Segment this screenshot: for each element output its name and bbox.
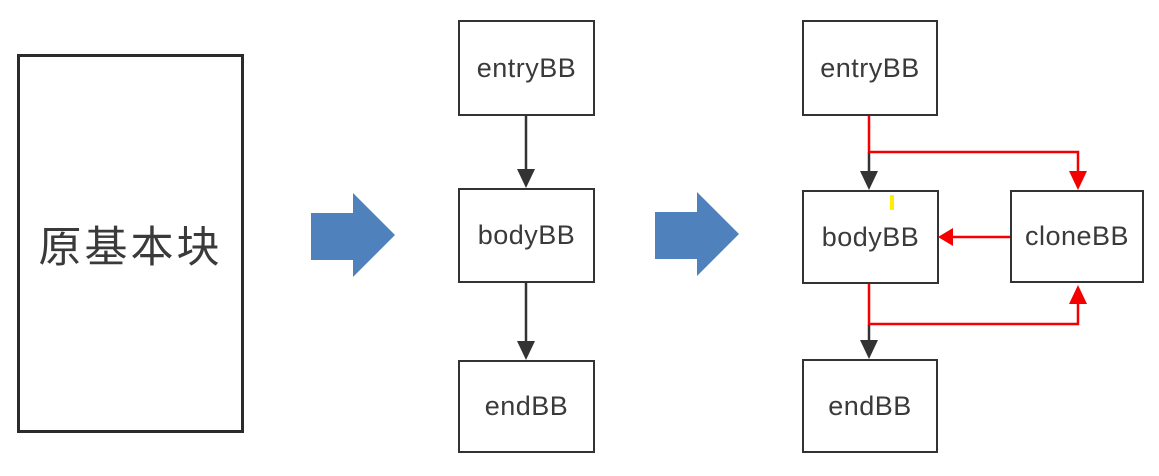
edge-entry-to-clone-red <box>867 116 1080 172</box>
node-bodybb-before-label: bodyBB <box>477 220 576 250</box>
arrowhead-entry-to-clone-red <box>1069 171 1087 190</box>
arrowhead-body-to-clone-red <box>1069 285 1087 304</box>
node-bodybb-after: bodyBB <box>802 190 939 284</box>
node-clonebb-after: cloneBB <box>1010 190 1144 283</box>
node-entrybb-after: entryBB <box>802 20 938 116</box>
node-endbb-before-label: endBB <box>484 391 569 421</box>
transform-arrow-icon-2 <box>655 192 739 276</box>
arrowhead-entry-to-body-before <box>517 169 535 188</box>
transform-arrow-icon-1 <box>311 193 395 277</box>
node-entrybb-before-label: entryBB <box>476 52 577 83</box>
node-entrybb-before: entryBB <box>458 20 595 116</box>
arrowhead-body-to-end-after <box>860 340 878 359</box>
edge-body-to-clone-red <box>867 284 1080 326</box>
arrowhead-entry-to-body-after <box>860 171 878 190</box>
node-bodybb-before: bodyBB <box>458 188 595 283</box>
node-entrybb-after-label: entryBB <box>820 52 920 83</box>
node-bodybb-after-label: bodyBB <box>821 221 920 252</box>
arrowhead-clone-to-body-red <box>938 228 953 246</box>
node-original-block-label: 原基本块 <box>38 223 223 272</box>
node-endbb-before: endBB <box>458 360 595 453</box>
node-endbb-after-label: endBB <box>828 390 912 421</box>
arrowhead-body-to-end-before <box>517 341 535 360</box>
node-endbb-after: endBB <box>802 359 938 453</box>
node-original-block: 原基本块 <box>17 54 244 433</box>
node-clonebb-after-label: cloneBB <box>1024 221 1130 251</box>
